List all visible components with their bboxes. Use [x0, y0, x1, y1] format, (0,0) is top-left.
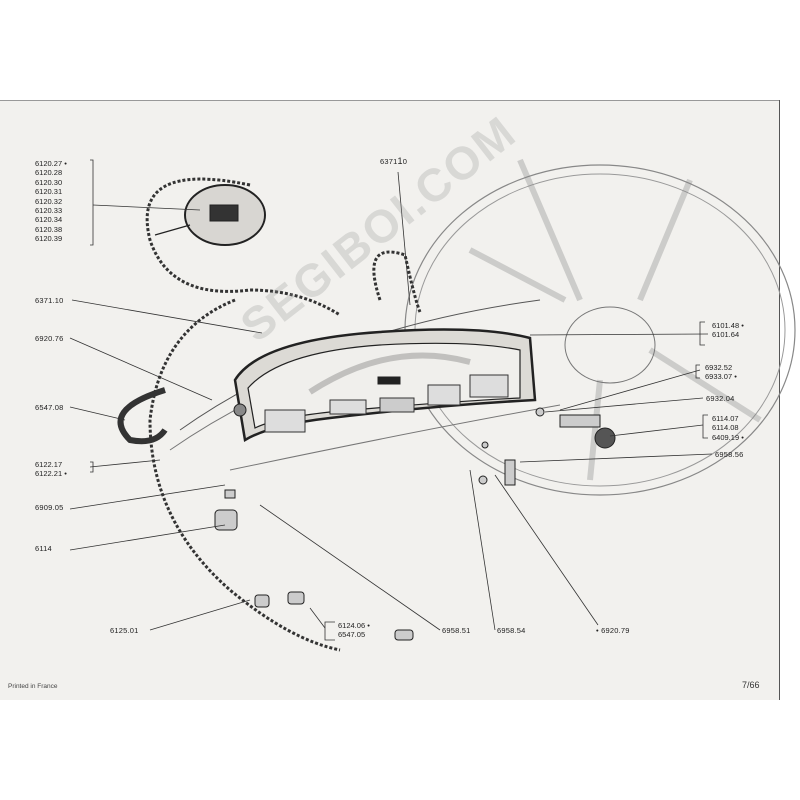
label-6114: 6114 [35, 544, 52, 553]
page-number: 7/66 [742, 680, 760, 690]
part-label: 6120.33 [35, 206, 63, 216]
part-label: 6101.48 • [712, 321, 744, 330]
label-6125-01: 6125.01 [110, 626, 139, 635]
label-6920-76: 6920.76 [35, 334, 64, 343]
part-label: 6120.31 [35, 187, 63, 197]
label-group-6124: 6124.06 • 6547.05 [338, 621, 370, 640]
part-label: 6120.38 [35, 224, 63, 234]
part-label: 6120.34 [35, 215, 63, 225]
part-label: 6124.06 • [338, 621, 370, 630]
part-label: 6114.07 [712, 414, 739, 423]
sheet-edge-top [0, 100, 780, 101]
part-label: 6120.27 • [35, 159, 67, 168]
label-6958-54: 6958.54 [497, 626, 526, 635]
part-label: 6120.28 [35, 168, 63, 178]
label-group-6932: 6932.52 6933.07 • [705, 363, 737, 382]
label-6547-08: 6547.08 [35, 403, 64, 412]
label-group-6114: 6114.07 6114.08 6409.19 • [712, 414, 744, 442]
part-label-suffix: 0 [402, 157, 408, 166]
label-6371-10: 6371.10 [35, 296, 64, 305]
label-6909-05: 6909.05 [35, 503, 64, 512]
part-label: 6120.32 [35, 196, 63, 206]
part-label: 6547.05 [338, 630, 366, 640]
label-group-6101: 6101.48 • 6101.64 [712, 321, 744, 340]
label-group-6120: 6120.27 • 6120.28 6120.30 6120.31 6120.3… [35, 159, 67, 244]
part-label: 6120.39 [35, 234, 63, 244]
part-label: 6122.21 • [35, 469, 67, 479]
sheet-edge-right [779, 100, 780, 700]
label-6958-56: 6958.56 [715, 450, 744, 459]
part-label: 6120.30 [35, 177, 63, 187]
part-label: 6114.08 [712, 423, 739, 433]
part-label: 6409.19 • [712, 432, 744, 442]
part-label: 6101.64 [712, 330, 740, 340]
label-group-6122: 6122.17 6122.21 • [35, 460, 67, 479]
label-6371-top: 637110 [380, 156, 408, 167]
label-6958-51: 6958.51 [442, 626, 471, 635]
label-6932-04: 6932.04 [706, 394, 735, 403]
part-label: 6933.07 • [705, 372, 737, 382]
part-label: 6371 [380, 157, 398, 166]
part-label: 6932.52 [705, 363, 733, 372]
label-6920-79: • 6920.79 [596, 626, 630, 635]
part-label: 6122.17 [35, 460, 63, 469]
printed-in-france: Printed in France [8, 683, 58, 690]
